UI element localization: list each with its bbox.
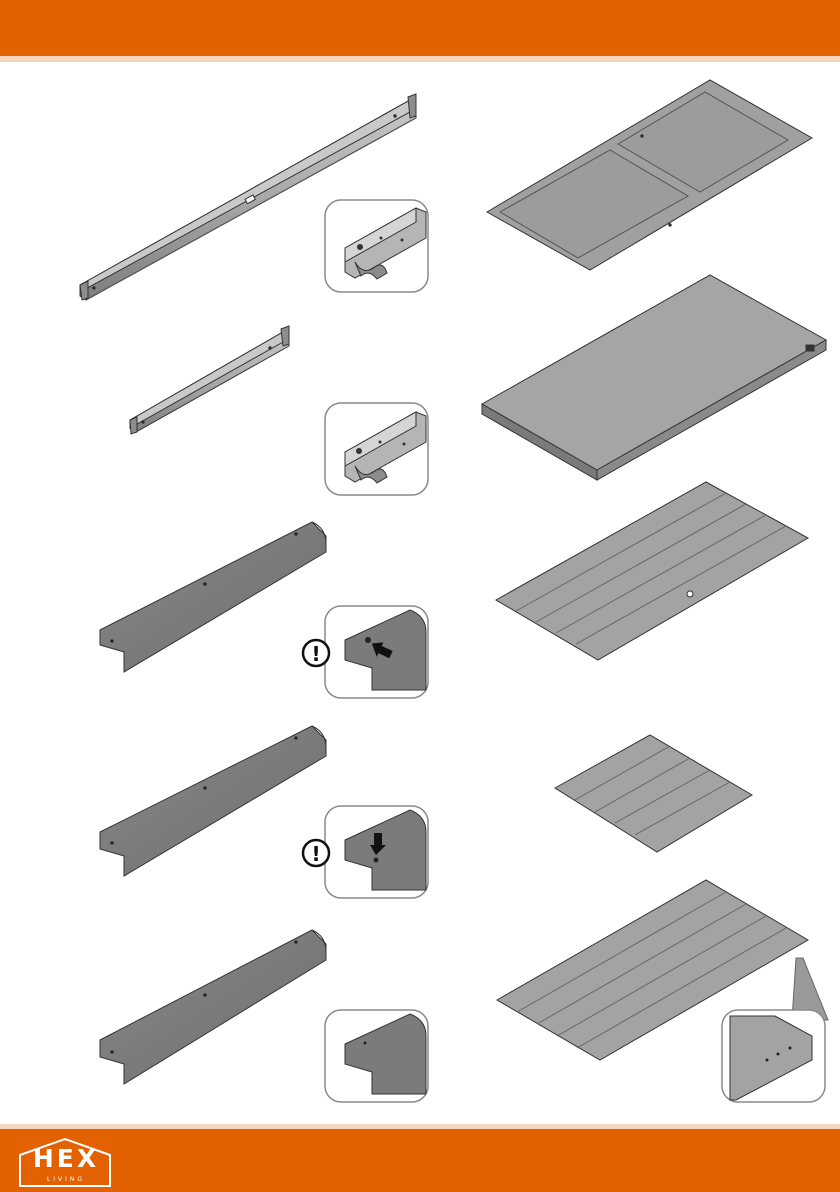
ribbed-floor-small-part: [555, 735, 752, 852]
corner-profile-a-detail-icon: [325, 606, 428, 698]
ribbed-floor-large-part: [496, 482, 808, 660]
footer-band: [0, 1129, 840, 1192]
long-rail-detail-icon: [325, 200, 428, 292]
corner-profile-c-detail-icon: [325, 1010, 428, 1102]
corner-profile-b-detail-icon: [325, 806, 428, 898]
embossed-panel-part: [487, 80, 812, 270]
warning-icon: !: [303, 840, 329, 866]
svg-text:!: !: [311, 642, 320, 666]
corner-profile-c-part: [100, 930, 326, 1084]
short-rail-detail-icon: [325, 403, 428, 495]
corner-profile-b-part: [100, 726, 326, 876]
edge-detail-icon: [722, 1010, 825, 1102]
short-rail-part: [130, 326, 289, 434]
logo-mark: HEX: [30, 1145, 102, 1173]
warning-icon: !: [303, 640, 329, 666]
corner-profile-a-part: [100, 522, 326, 672]
svg-text:!: !: [311, 842, 320, 866]
logo-subtitle: LIVING: [37, 1176, 95, 1184]
flat-board-part: [482, 275, 826, 480]
